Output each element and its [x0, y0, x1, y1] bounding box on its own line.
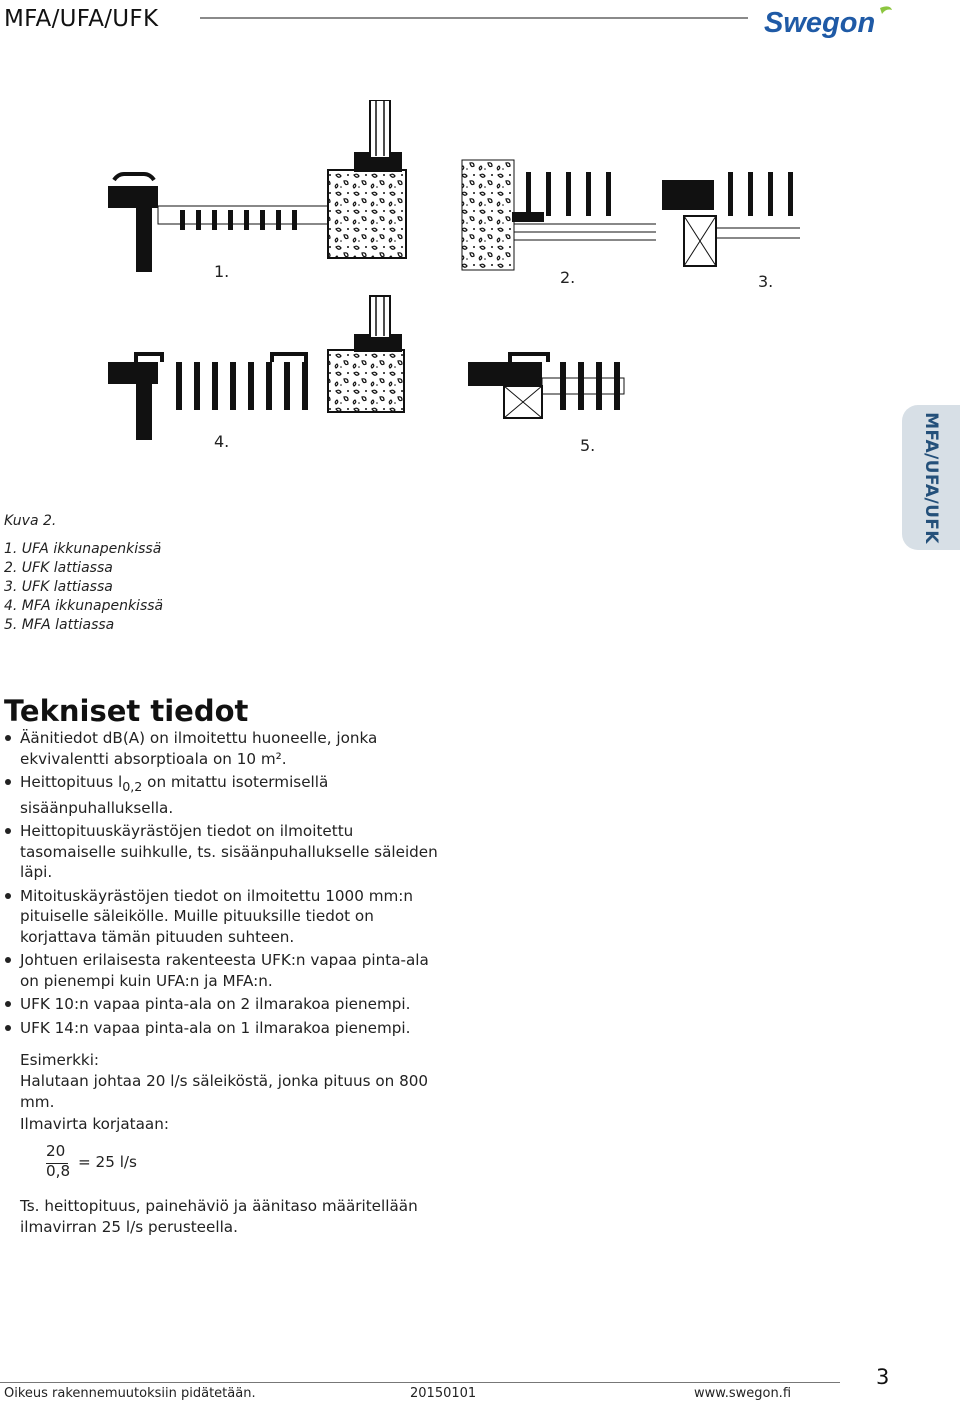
fraction-numerator: 20: [46, 1142, 66, 1160]
section-title: Tekniset tiedot: [4, 694, 249, 728]
list-item: Mitoituskäyrästöjen tiedot on ilmoitettu…: [5, 886, 440, 948]
example-conclusion: Ts. heittopituus, painehäviö ja äänitaso…: [20, 1197, 418, 1236]
figure-number-3: 3.: [758, 272, 774, 291]
bullet-text-post: on mitattu isotermisellä sisäänpuhalluks…: [20, 773, 329, 817]
list-item: Äänitiedot dB(A) on ilmoitettu huoneelle…: [5, 728, 440, 769]
caption-item: 4. MFA ikkunapenkissä: [4, 598, 164, 614]
list-item: Johtuen erilaisesta rakenteesta UFK:n va…: [5, 950, 440, 991]
page-number: 3: [876, 1365, 890, 1389]
caption-item: 3. UFK lattiassa: [4, 579, 113, 595]
caption-item: 5. MFA lattiassa: [4, 617, 115, 633]
side-tab-label: MFA/UFA/UFK: [921, 411, 941, 544]
side-tab: MFA/UFA/UFK: [902, 405, 960, 550]
logo-text: Swegon: [764, 7, 875, 39]
drawing-5: [468, 352, 625, 419]
figure-number-2: 2.: [560, 268, 576, 287]
fraction-denominator: 0,8: [46, 1162, 71, 1180]
swegon-logo: Swegon: [764, 6, 892, 39]
drawing-2-3: [461, 159, 800, 271]
footer-date: 20150101: [410, 1386, 477, 1401]
figure-number-5: 5.: [580, 436, 596, 455]
installation-drawing: [108, 100, 800, 440]
fraction-bar: [46, 1163, 68, 1164]
footer-notice: Oikeus rakennemuutoksiin pidätetään.: [4, 1386, 256, 1401]
caption-item: 2. UFK lattiassa: [4, 560, 113, 576]
fraction-result: = 25 l/s: [78, 1153, 137, 1171]
bullet-text-pre: Heittopituus l: [20, 773, 123, 791]
caption-item: 1. UFA ikkunapenkissä: [4, 541, 162, 557]
list-item: Heittopituuskäyrästöjen tiedot on ilmoit…: [5, 821, 440, 883]
bullet-subscript: 0,2: [122, 779, 143, 795]
caption-title: Kuva 2.: [4, 513, 57, 529]
figure-number-1: 1.: [214, 262, 230, 281]
page-header-title: MFA/UFA/UFK: [4, 6, 159, 32]
correction-label: Ilmavirta korjataan:: [20, 1115, 169, 1133]
logo-leaf-icon: [880, 6, 892, 14]
example-text: Halutaan johtaa 20 l/s säleiköstä, jonka…: [20, 1072, 429, 1111]
list-item: UFK 14:n vapaa pinta-ala on 1 ilmarakoa …: [5, 1018, 440, 1039]
footer-website-link[interactable]: www.swegon.fi: [694, 1386, 792, 1401]
example-label: Esimerkki:: [20, 1051, 100, 1069]
footer-divider: [0, 1382, 840, 1383]
figure-number-4: 4.: [214, 432, 230, 451]
list-item: Heittopituus l0,2 on mitattu isotermisel…: [5, 772, 440, 818]
tech-bullet-list: Äänitiedot dB(A) on ilmoitettu huoneelle…: [5, 728, 440, 1041]
drawing-1: [108, 100, 407, 272]
figure-caption: Kuva 2. 1. UFA ikkunapenkissä 2. UFK lat…: [4, 512, 163, 635]
drawing-4: [108, 295, 405, 440]
header-divider: [200, 17, 748, 19]
list-item: UFK 10:n vapaa pinta-ala on 2 ilmarakoa …: [5, 994, 440, 1015]
